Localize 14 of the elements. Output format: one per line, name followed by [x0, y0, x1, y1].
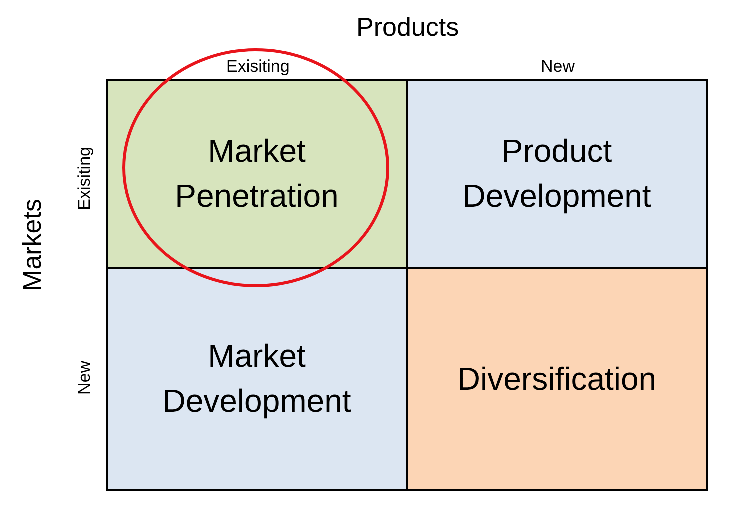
axis-title: Products: [356, 12, 460, 42]
quadrant-title: Diversification: [457, 360, 657, 399]
column-header: Exisiting: [226, 57, 290, 77]
axis-title: Markets: [16, 199, 48, 292]
column-header: New: [541, 57, 576, 77]
matrix-quadrant: [106, 79, 408, 269]
matrix-quadrant: [406, 267, 708, 491]
quadrant-title: Market Penetration: [174, 132, 340, 216]
quadrant-title: Product Development: [462, 132, 652, 216]
row-header: Exisiting: [75, 146, 95, 210]
matrix-quadrant: [106, 267, 408, 491]
row-header: New: [75, 361, 95, 396]
quadrant-title: Market Development: [162, 337, 352, 421]
matrix-quadrant: [406, 79, 708, 269]
